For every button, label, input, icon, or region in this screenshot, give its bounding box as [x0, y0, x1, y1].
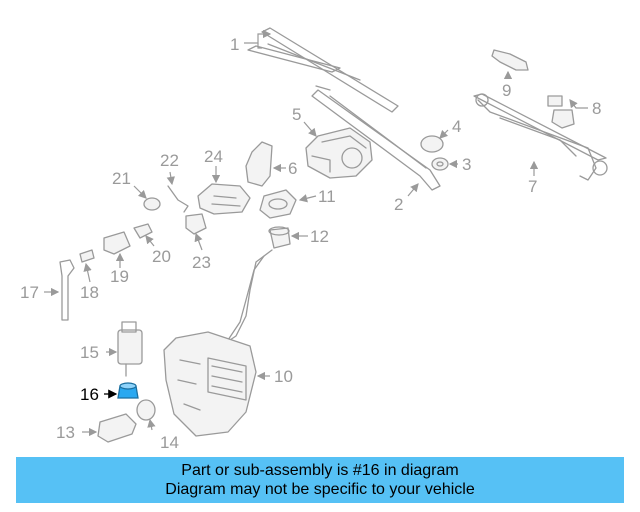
callout-20: 20 [152, 247, 171, 266]
grommet-part [143, 197, 161, 211]
callout-4: 4 [452, 117, 461, 136]
callout-15: 15 [80, 343, 99, 362]
callout-13: 13 [56, 423, 75, 442]
callout-6: 6 [288, 159, 297, 178]
second-pump-part [97, 413, 137, 443]
callout-21: 21 [112, 169, 131, 188]
wiper-motor-part [305, 127, 373, 179]
plug-part [79, 249, 95, 263]
wiper-linkage-part [473, 93, 608, 181]
hose-clip-part [167, 185, 189, 213]
callout-1: 1 [230, 35, 239, 54]
nut-part [547, 95, 575, 129]
callout-10: 10 [274, 367, 293, 386]
filler-cap-part [259, 189, 297, 219]
pump-part [117, 321, 143, 377]
callout-5: 5 [292, 105, 301, 124]
banner-line-1: Part or sub-assembly is #16 in diagram [181, 462, 459, 479]
cover-part [245, 141, 273, 187]
callout-14: 14 [160, 433, 179, 452]
cap-part [420, 135, 444, 153]
filler-neck-part [268, 226, 291, 249]
parts-diagram: 1 2 3 4 5 6 7 8 9 10 11 12 13 14 15 16 1… [20, 27, 608, 452]
callout-9: 9 [502, 81, 511, 100]
reservoir-part [163, 249, 273, 437]
wiper-arm-part [247, 27, 399, 113]
callout-24: 24 [204, 147, 223, 166]
nozzle-part [197, 183, 251, 215]
wiper-blade-part [311, 85, 441, 191]
callout-22: 22 [160, 151, 179, 170]
seal-part [136, 399, 156, 421]
callout-19: 19 [110, 267, 129, 286]
callout-7: 7 [528, 177, 537, 196]
nut-washer-part [431, 157, 449, 171]
connector-part [103, 231, 131, 255]
bracket-part [491, 49, 529, 71]
callout-11: 11 [318, 187, 336, 206]
clip-part [185, 213, 207, 235]
callout-12: 12 [310, 227, 329, 246]
callout-3: 3 [462, 155, 471, 174]
grommet-16-part [117, 382, 139, 399]
check-valve-part [133, 223, 153, 239]
callout-17: 17 [20, 283, 39, 302]
banner-line-2: Diagram may not be specific to your vehi… [165, 481, 475, 498]
callout-8: 8 [592, 99, 601, 118]
hose-part [59, 259, 75, 321]
info-banner: Part or sub-assembly is #16 in diagram D… [16, 457, 624, 503]
callout-23: 23 [192, 253, 211, 272]
callout-16: 16 [80, 385, 99, 404]
callout-2: 2 [394, 195, 403, 214]
callout-18: 18 [80, 283, 99, 302]
